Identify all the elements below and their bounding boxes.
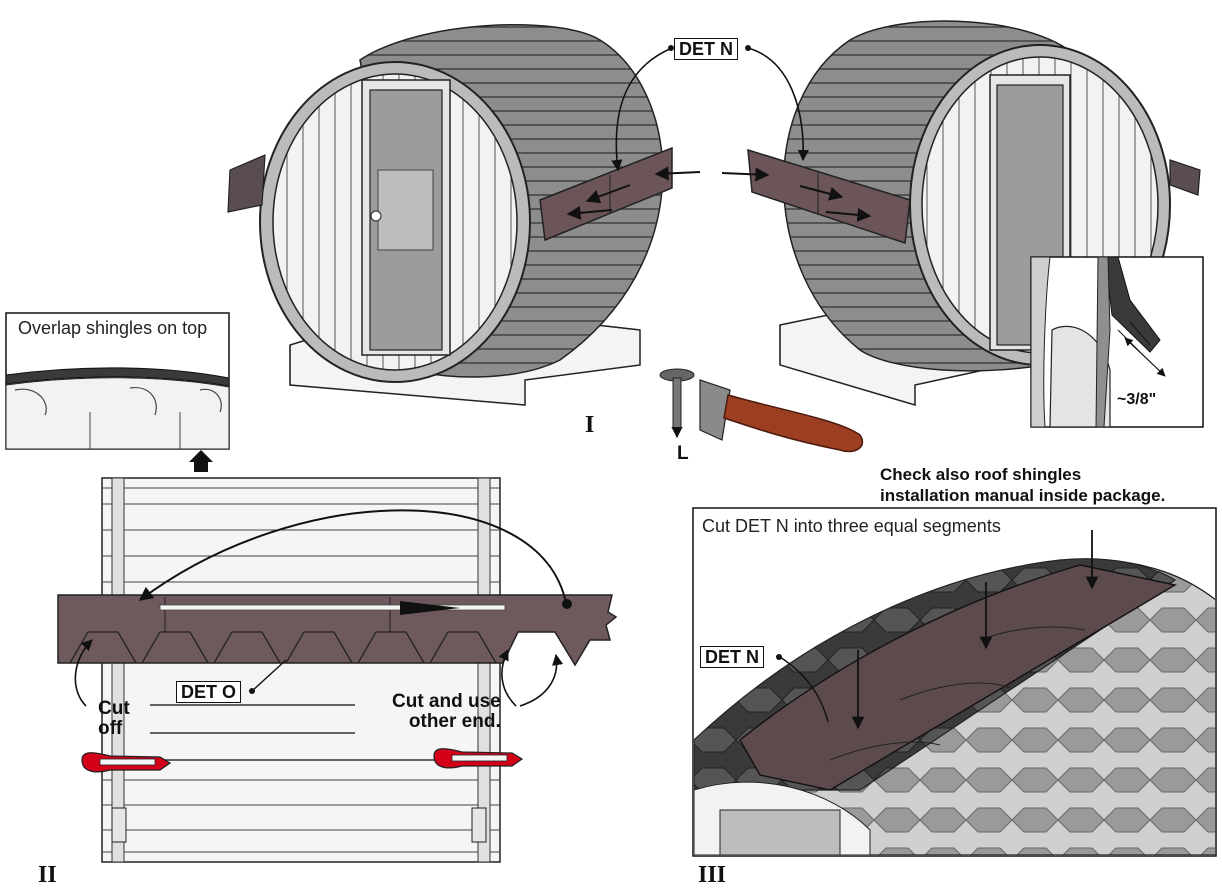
nail-label: L (677, 443, 689, 464)
utility-knife-left (81, 752, 172, 773)
nail-and-hammer (659, 368, 864, 453)
panel-two-wall (101, 477, 501, 863)
overlap-caption: Overlap shingles on top (18, 318, 208, 338)
step-one-label: I (585, 412, 595, 438)
cut-off-label: Cut off (98, 698, 130, 739)
cut-use-other-end-label: Cut and use other end. (392, 691, 501, 732)
barrel-left (227, 23, 673, 406)
barrel-right (747, 20, 1201, 407)
utility-knife-right (433, 748, 524, 769)
det-n-label-top: DET N (674, 38, 738, 60)
step-two-label: II (38, 862, 57, 888)
shingles-manual-note: Check also roof shingles installation ma… (880, 465, 1166, 505)
roof-illustration (694, 558, 1215, 855)
step-three-label: III (698, 862, 727, 888)
det-o-label: DET O (176, 681, 242, 703)
cut-three-caption: Cut DET N into three equal segments (702, 516, 1001, 536)
det-n-label-roof: DET N (700, 646, 764, 668)
gap-measurement-label: ~3/8" (1117, 391, 1157, 408)
